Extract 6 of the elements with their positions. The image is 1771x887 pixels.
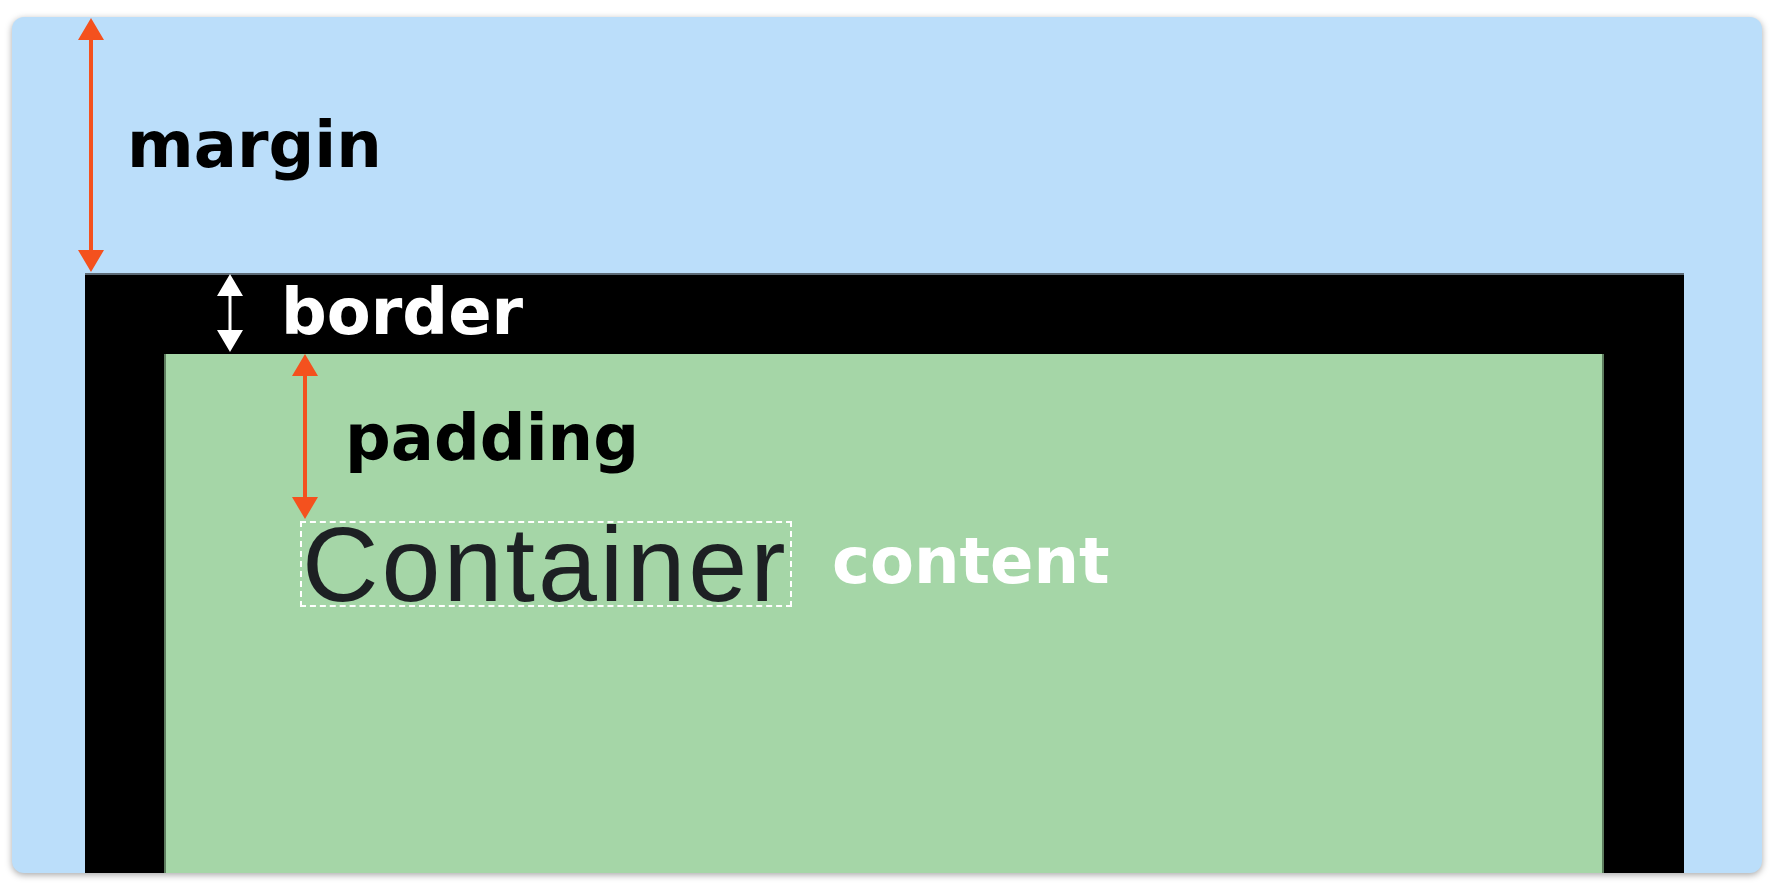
content-label: content [832,529,1110,593]
container-text: Container [302,523,789,605]
margin-area [12,17,1762,873]
border-label: border [281,280,524,344]
border-area [85,273,1684,873]
padding-area [164,354,1604,873]
